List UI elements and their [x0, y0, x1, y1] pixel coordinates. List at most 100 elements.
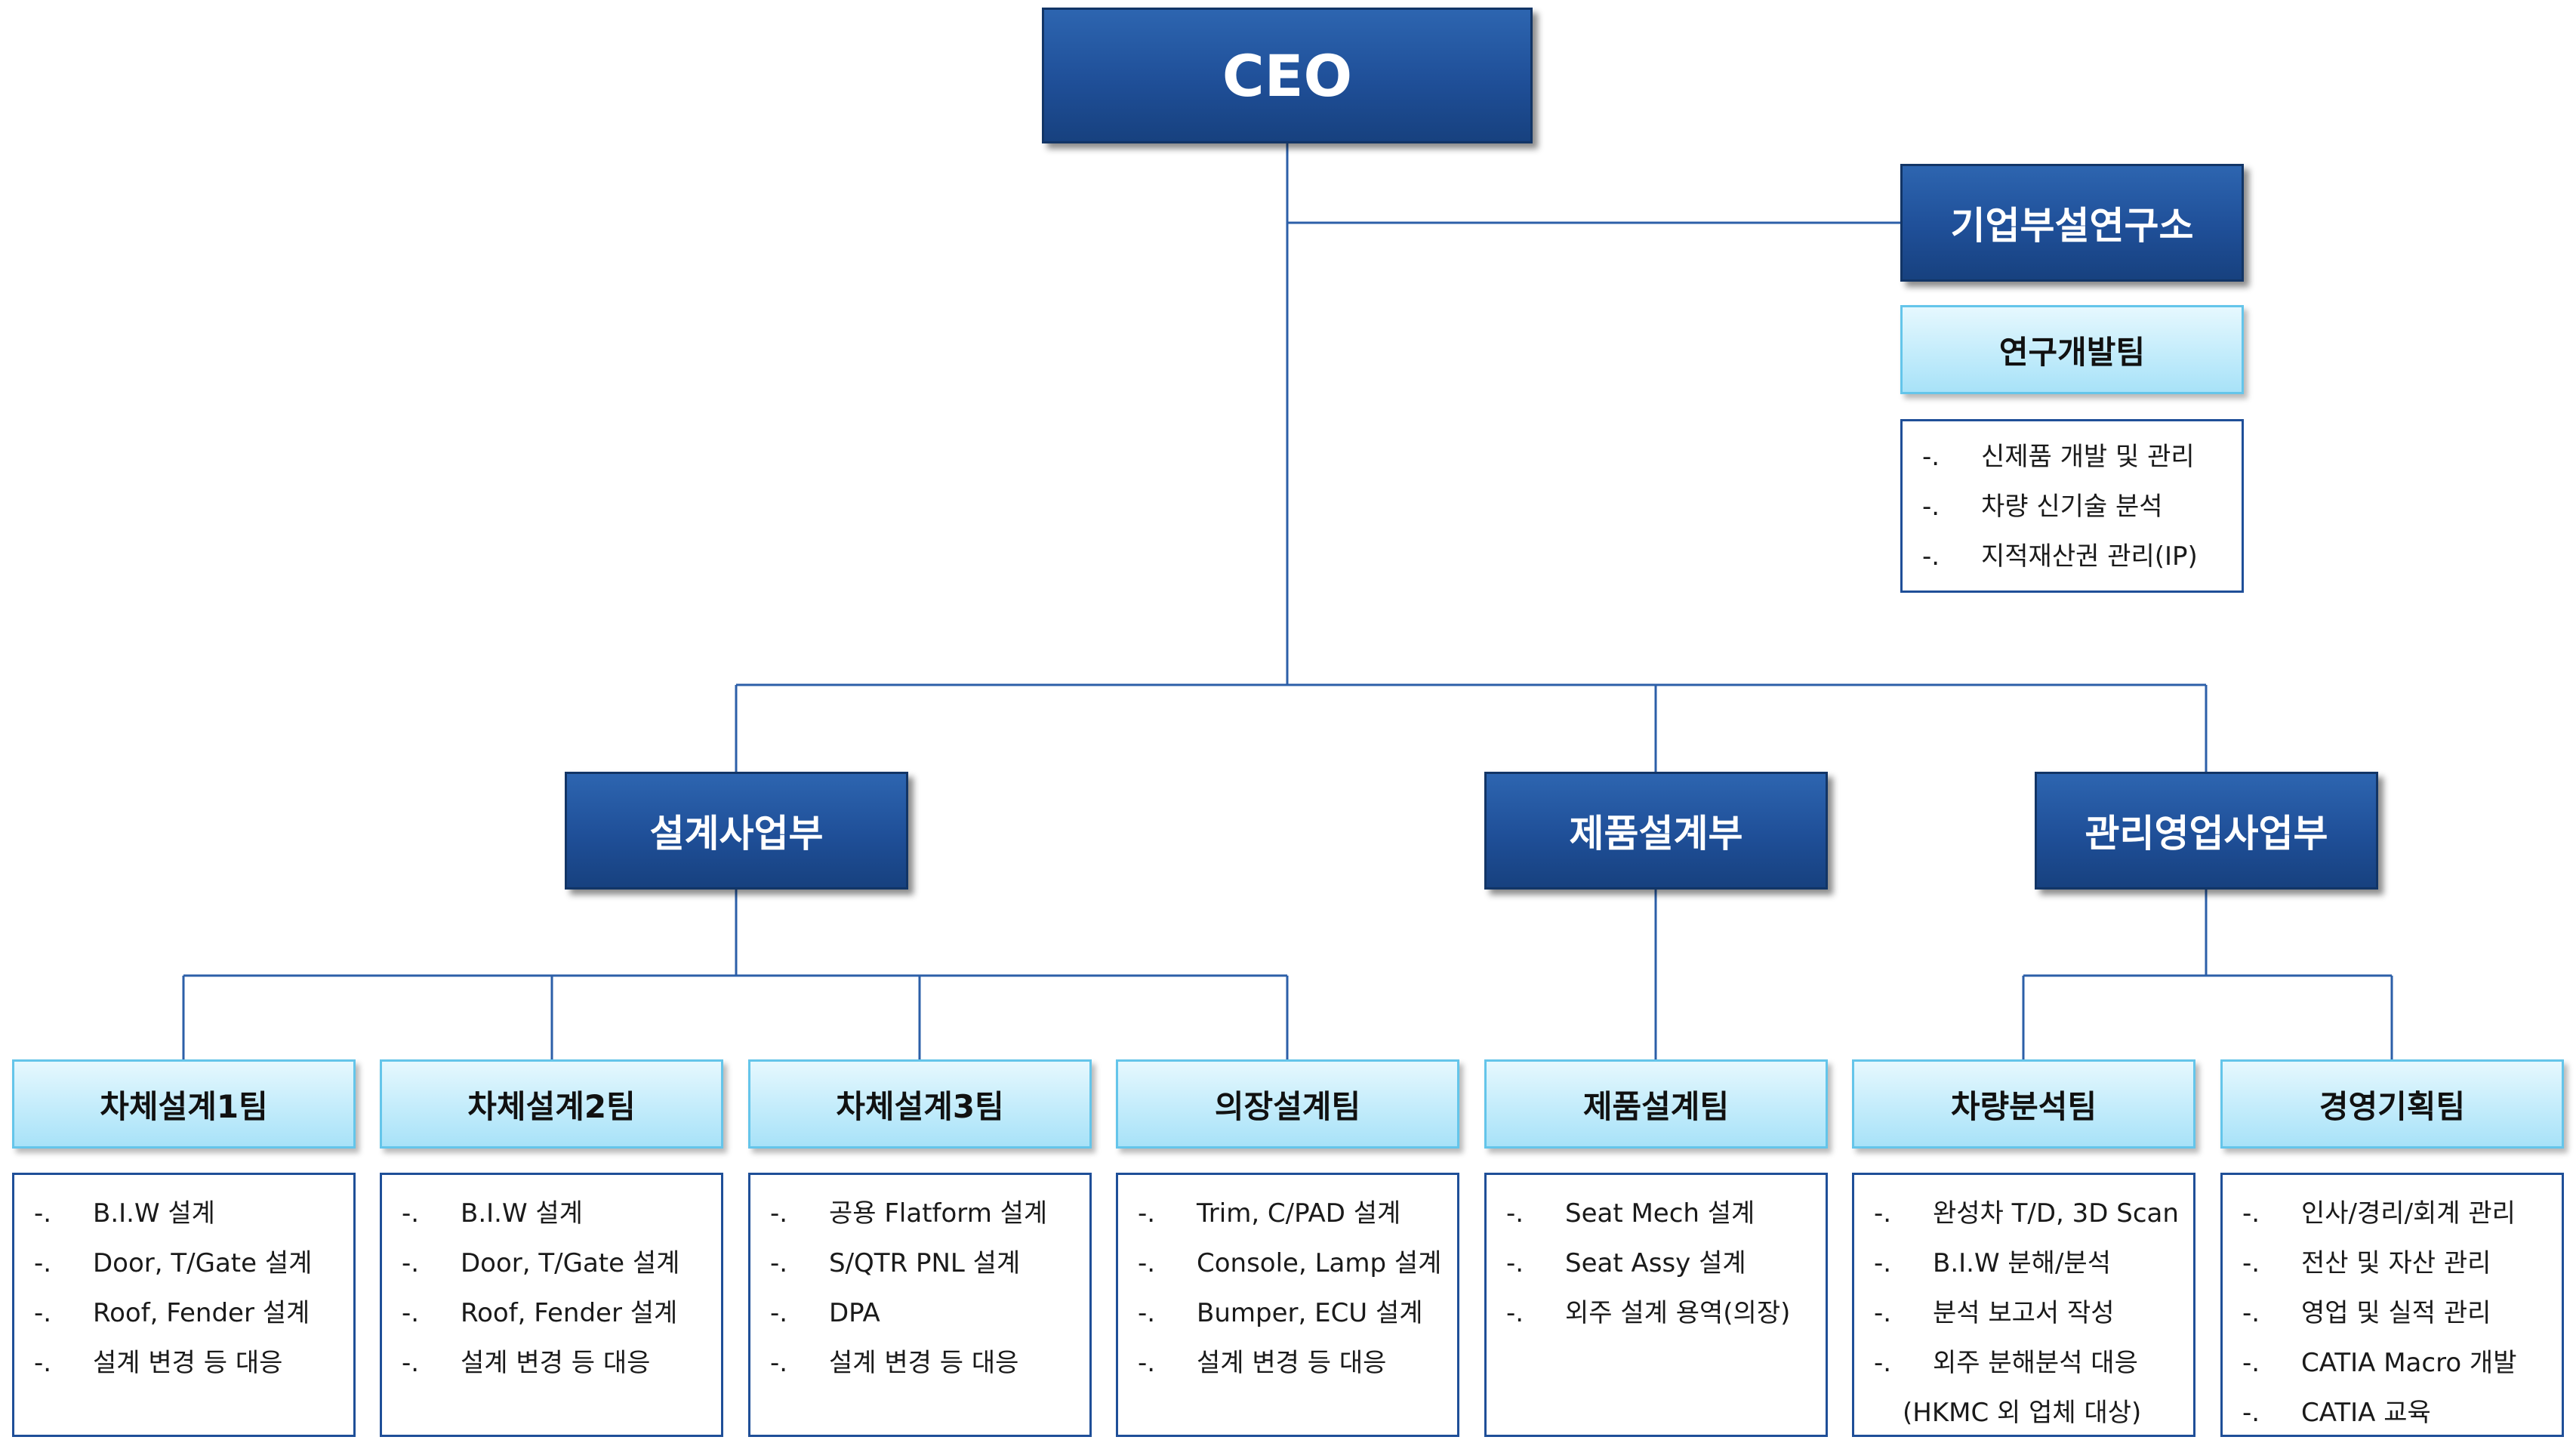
list-item: -.CATIA Macro 개발: [2223, 1338, 2562, 1388]
list-item: -.Door, T/Gate 설계: [382, 1238, 721, 1288]
team-label: 제품설계팀: [1582, 1087, 1730, 1125]
bullet-marker: -.: [770, 1348, 788, 1378]
list-item: -.설계 변경 등 대응: [750, 1338, 1089, 1388]
bullet-marker: -.: [2242, 1198, 2260, 1229]
list-item: -.외주 분해분석 대응: [1854, 1338, 2193, 1388]
bullet-marker: -.: [1874, 1298, 1892, 1328]
list-item: -.공용 Flatform 설계: [750, 1189, 1089, 1238]
team-label: 차체설계3팀: [836, 1087, 1004, 1125]
bullet-marker: -.: [1138, 1198, 1156, 1229]
duty-text: B.I.W 설계: [461, 1198, 583, 1229]
duty-text: 지적재산권 관리(IP): [1981, 541, 2198, 572]
list-item: -. 설계 변경 등 대응: [14, 1338, 353, 1388]
team-label: 차체설계2팀: [467, 1087, 636, 1125]
team-label: 차체설계1팀: [100, 1087, 268, 1125]
bullet-marker: -.: [2242, 1398, 2260, 1428]
team-duties-product: -. Seat Mech 설계 -. Seat Assy 설계 -.외주 설계 용역…: [1484, 1173, 1828, 1437]
duty-text: Seat Mech 설계: [1565, 1198, 1755, 1229]
list-item: -. Trim, C/PAD 설계: [1118, 1189, 1457, 1238]
list-item: -. 설계 변경 등 대응: [382, 1338, 721, 1388]
duty-text: 설계 변경 등 대응: [461, 1348, 651, 1378]
duty-text: Roof, Fender 설계: [93, 1298, 310, 1328]
duty-text: CATIA Macro 개발: [2301, 1348, 2517, 1378]
bullet-marker: -.: [402, 1348, 420, 1378]
duty-text: 외주 설계 용역(의장): [1565, 1298, 1791, 1328]
lab-box: 기업부설연구소: [1900, 164, 2244, 282]
duty-text: DPA: [829, 1298, 880, 1328]
duty-text: 차량 신기술 분석: [1981, 492, 2163, 522]
bullet-marker: -.: [2242, 1298, 2260, 1328]
list-item: -.Roof, Fender 설계: [14, 1288, 353, 1338]
duty-text: 설계 변경 등 대응: [93, 1348, 283, 1378]
team-duties-analysis: -.완성차 T/D, 3D Scan -.B.I.W 분해/분석 -.분석 보고…: [1852, 1173, 2195, 1437]
duty-text: 영업 및 실적 관리: [2301, 1298, 2491, 1328]
bullet-marker: -.: [1138, 1348, 1156, 1378]
list-item: -. 분석 보고서 작성: [1854, 1288, 2193, 1338]
duty-text: 설계 변경 등 대응: [1197, 1348, 1387, 1378]
team-duties-body1: -.B.I.W 설계 -.Door, T/Gate 설계 -.Roof, Fen…: [12, 1173, 356, 1437]
duty-text: (HKMC 외 업체 대상): [1903, 1398, 2142, 1428]
team-box-product: 제품설계팀: [1484, 1059, 1828, 1149]
team-label: 차량분석팀: [1950, 1087, 2097, 1125]
list-item: -. 설계 변경 등 대응: [1118, 1338, 1457, 1388]
team-box-analysis: 차량분석팀: [1852, 1059, 2195, 1149]
duty-text: Trim, C/PAD 설계: [1197, 1198, 1401, 1229]
duty-text: S/QTR PNL 설계: [829, 1248, 1021, 1278]
bullet-marker: -.: [1874, 1198, 1892, 1229]
duty-text: B.I.W 설계: [93, 1198, 215, 1229]
bullet-marker: -.: [34, 1348, 52, 1378]
bullet-marker: -.: [34, 1248, 52, 1278]
list-item-continuation: (HKMC 외 업체 대상): [1854, 1388, 2193, 1438]
duty-text: Door, T/Gate 설계: [461, 1248, 680, 1278]
list-item: -. 인사/경리/회계 관리: [2223, 1189, 2562, 1238]
list-item: -.신제품 개발 및 관리: [1903, 432, 2242, 482]
team-label: 의장설계팀: [1214, 1087, 1361, 1125]
list-item: -.DPA: [750, 1288, 1089, 1338]
team-box-body3: 차체설계3팀: [748, 1059, 1092, 1149]
bullet-marker: -.: [1506, 1248, 1524, 1278]
list-item: -. Seat Assy 설계: [1487, 1238, 1826, 1288]
duty-text: B.I.W 분해/분석: [1933, 1248, 2111, 1278]
team-duties-interior: -. Trim, C/PAD 설계 -.Console, Lamp 설계 -.Bu…: [1116, 1173, 1459, 1437]
lab-team-label: 연구개발팀: [1998, 333, 2146, 371]
bullet-marker: -.: [2242, 1248, 2260, 1278]
bullet-marker: -.: [1922, 492, 1940, 522]
duty-text: 전산 및 자산 관리: [2301, 1248, 2491, 1278]
lab-team-duties: -.신제품 개발 및 관리 -. 차량 신기술 분석 -. 지적재산권 관리(IP): [1900, 419, 2244, 593]
bullet-marker: -.: [1506, 1198, 1524, 1229]
lab-label: 기업부설연구소: [1950, 204, 2194, 248]
bullet-marker: -.: [770, 1248, 788, 1278]
bullet-marker: -.: [1138, 1248, 1156, 1278]
list-item: -.외주 설계 용역(의장): [1487, 1288, 1826, 1338]
lab-team-box: 연구개발팀: [1900, 305, 2244, 394]
bullet-marker: -.: [1922, 541, 1940, 572]
duty-text: 분석 보고서 작성: [1933, 1298, 2115, 1328]
list-item: -.Console, Lamp 설계: [1118, 1238, 1457, 1288]
duty-text: Seat Assy 설계: [1565, 1248, 1746, 1278]
division-box-product: 제품설계부: [1484, 772, 1828, 890]
team-box-planning: 경영기획팀: [2220, 1059, 2564, 1149]
division-label: 제품설계부: [1569, 812, 1743, 856]
duty-text: Roof, Fender 설계: [461, 1298, 678, 1328]
list-item: -. Seat Mech 설계: [1487, 1189, 1826, 1238]
list-item: -.B.I.W 분해/분석: [1854, 1238, 2193, 1288]
bullet-marker: -.: [770, 1198, 788, 1229]
bullet-marker: -.: [1138, 1298, 1156, 1328]
list-item: -.Roof, Fender 설계: [382, 1288, 721, 1338]
team-label: 경영기획팀: [2319, 1087, 2466, 1125]
list-item: -.B.I.W 설계: [382, 1189, 721, 1238]
team-box-body2: 차체설계2팀: [380, 1059, 723, 1149]
bullet-marker: -.: [34, 1198, 52, 1229]
duty-text: 인사/경리/회계 관리: [2301, 1198, 2516, 1229]
bullet-marker: -.: [1874, 1348, 1892, 1378]
ceo-box: CEO: [1042, 8, 1533, 143]
list-item: -. S/QTR PNL 설계: [750, 1238, 1089, 1288]
duty-text: Door, T/Gate 설계: [93, 1248, 313, 1278]
duty-text: 신제품 개발 및 관리: [1981, 442, 2195, 472]
list-item: -. Door, T/Gate 설계: [14, 1238, 353, 1288]
list-item: -.Bumper, ECU 설계: [1118, 1288, 1457, 1338]
division-box-design: 설계사업부: [565, 772, 908, 890]
list-item: -.완성차 T/D, 3D Scan: [1854, 1189, 2193, 1238]
